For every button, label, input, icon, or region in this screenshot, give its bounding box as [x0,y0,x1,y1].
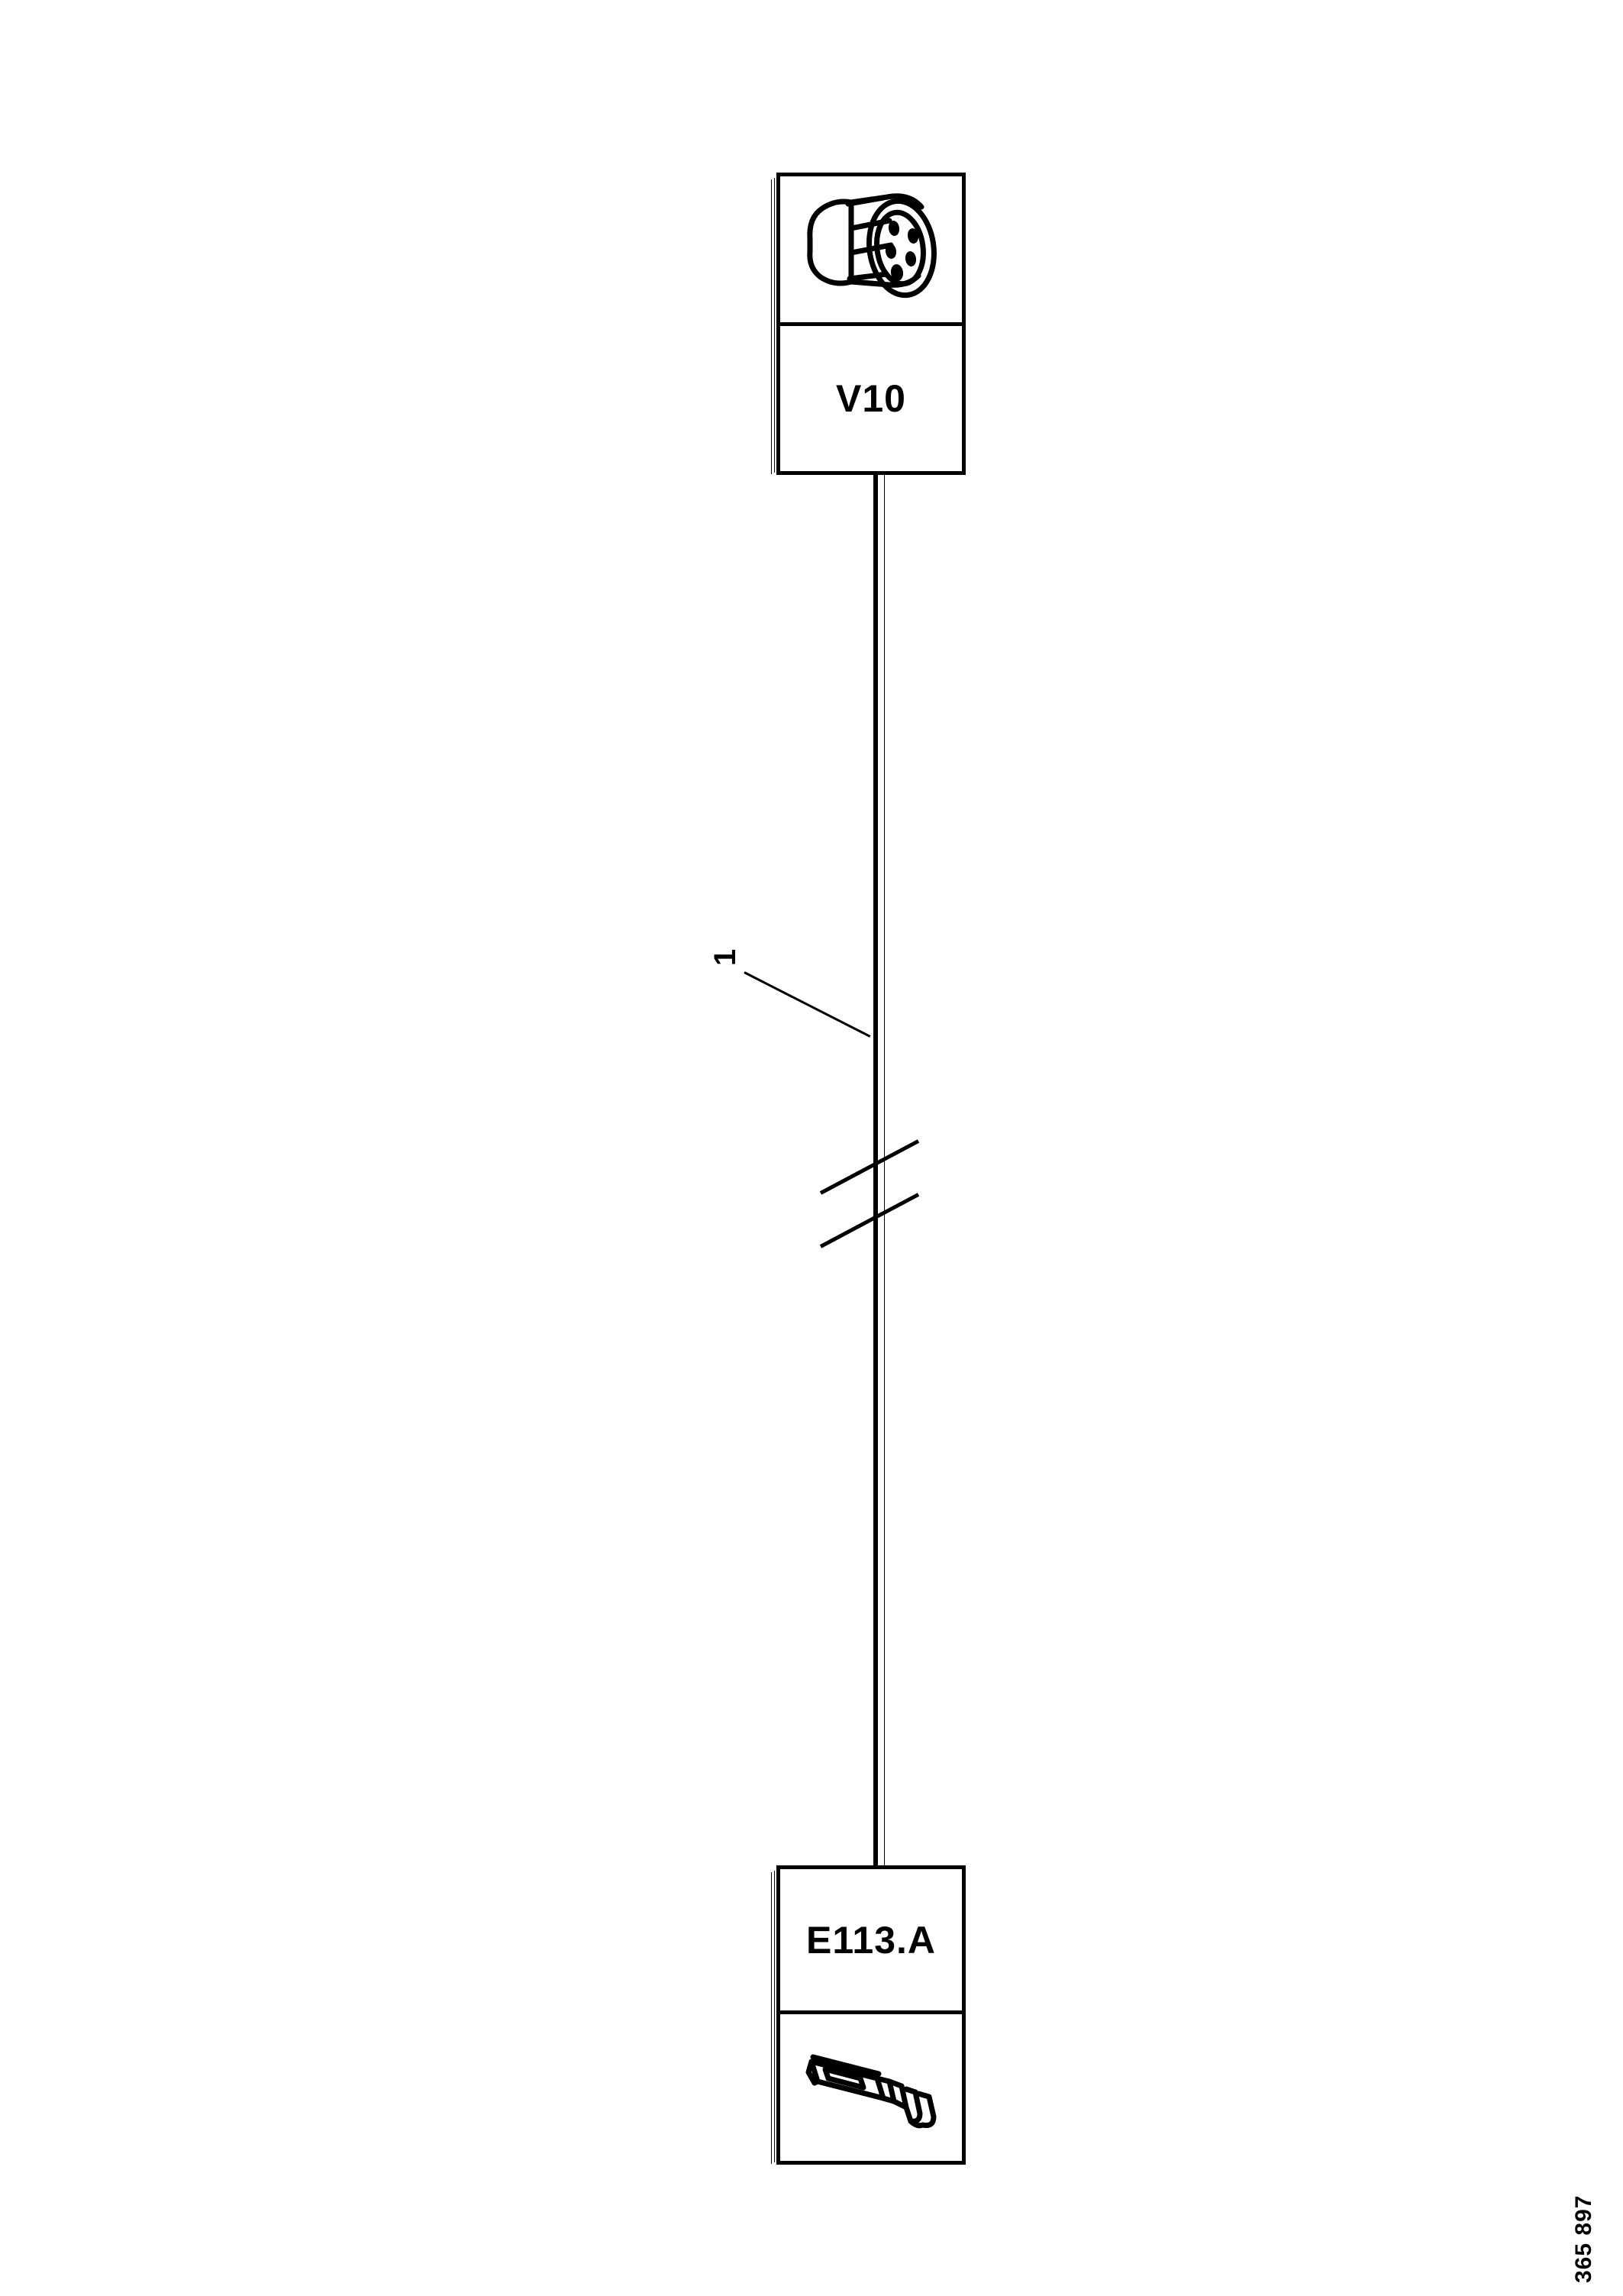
box-edge-shadow-outer [771,179,772,474]
box-edge-shadow-inner [774,1871,775,2162]
component-label-cell-bottom: E113.A [780,1869,962,2014]
component-box-top-connector[interactable]: V10 [771,173,966,475]
box-edge-shadow-inner [774,178,775,473]
component-icon-cell-top [780,176,962,326]
component-label-v10: V10 [836,377,906,420]
crimp-terminal-icon [804,2043,938,2132]
wire-number-label: 1 [708,948,742,966]
box-edge-shadow-outer [771,1872,772,2164]
wire-number-leader-line [744,971,871,1038]
wire-break-slash-upper [819,1139,920,1195]
component-box-bottom-terminal[interactable]: E113.A [771,1865,966,2165]
wire-line-main[interactable] [873,473,878,1868]
component-label-e113a: E113.A [805,1918,936,1962]
round-multipin-connector-icon [804,192,938,308]
component-label-cell-top: V10 [780,326,962,471]
component-icon-cell-bottom [780,2014,962,2161]
wire-line-hairline [884,473,885,1868]
wire-break-slash-lower [819,1193,920,1248]
drawing-number-label: 365 897 [1571,2194,1596,2283]
